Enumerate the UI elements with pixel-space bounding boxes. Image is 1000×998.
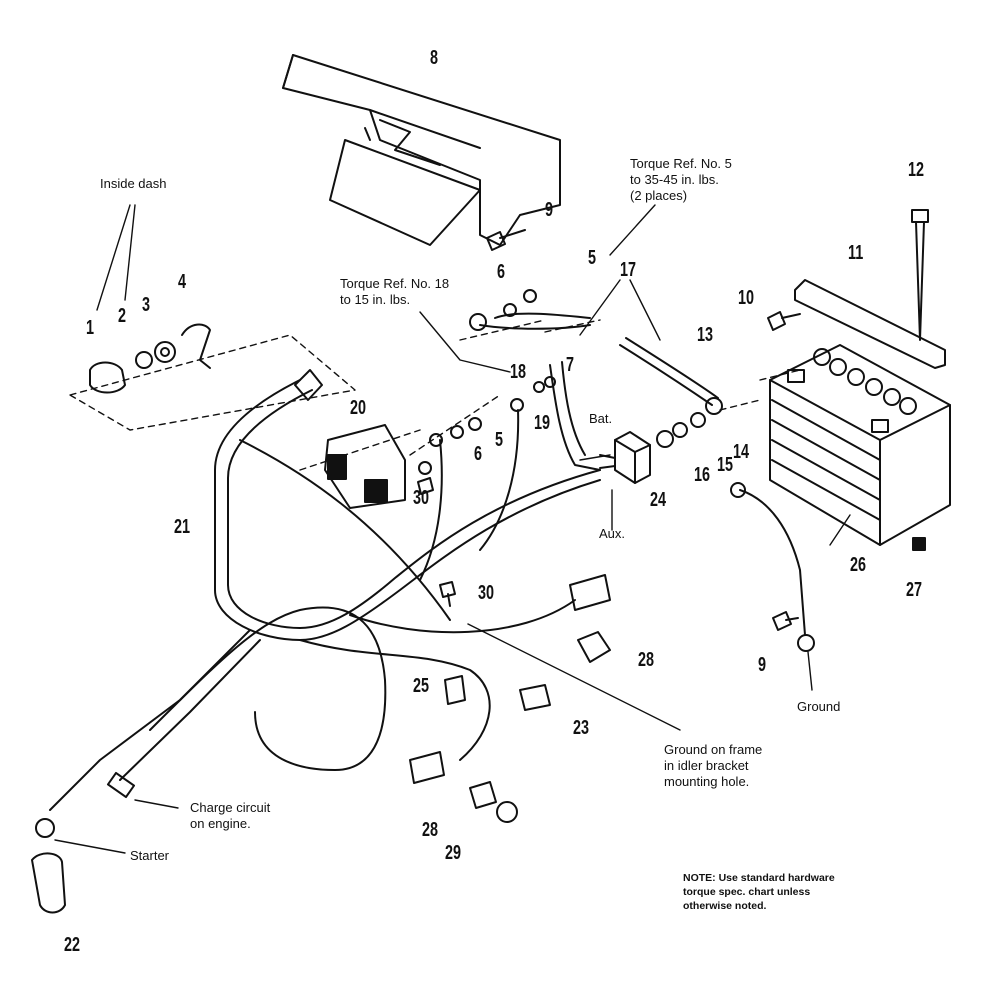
callout-6-mid: 6 [474, 443, 483, 465]
callout-14: 14 [733, 441, 750, 463]
callout-28-bottom: 28 [422, 819, 439, 841]
callout-25: 25 [413, 675, 430, 697]
hold-down-strap-part [794, 279, 946, 369]
callout-11: 11 [848, 242, 864, 264]
bolt-10-part [767, 311, 801, 331]
callout-20: 20 [350, 397, 367, 419]
callout-30-lower: 30 [478, 582, 495, 604]
dashed-mount-plane [69, 334, 356, 431]
connector-23-part [519, 684, 551, 711]
solenoid-20-part [324, 424, 432, 509]
bolt-30-part [439, 581, 456, 607]
callout-13: 13 [697, 324, 714, 346]
washers-and-nuts [429, 289, 706, 448]
callout-7: 7 [566, 354, 575, 376]
callout-10: 10 [738, 287, 755, 309]
bolt-30-part-b [417, 477, 434, 495]
callout-1: 1 [86, 317, 95, 339]
battery-cable-part [469, 312, 723, 415]
callout-6-top: 6 [497, 261, 506, 283]
callout-4: 4 [178, 271, 187, 293]
torque-ref-18-note: Torque Ref. No. 18 to 15 in. lbs. [340, 276, 450, 307]
aux-terminal-label: Aux. [599, 526, 626, 541]
torque-ref-5-note: Torque Ref. No. 5 to 35-45 in. lbs. (2 p… [630, 156, 732, 203]
leader-lines [54, 204, 851, 854]
callout-15: 15 [717, 454, 734, 476]
callout-19: 19 [534, 412, 551, 434]
callout-9-top: 9 [545, 199, 554, 221]
callout-16: 16 [694, 464, 711, 486]
callout-5-mid: 5 [495, 429, 504, 451]
callout-27: 27 [906, 579, 923, 601]
callout-24: 24 [650, 489, 667, 511]
battery-part [769, 344, 951, 546]
dashed-guide [459, 319, 601, 341]
callout-3: 3 [142, 294, 151, 316]
starter-boot-part [31, 852, 66, 914]
callout-9-bottom: 9 [758, 654, 767, 676]
bat-terminal-label: Bat. [589, 411, 613, 426]
callout-28-right: 28 [638, 649, 655, 671]
callout-23: 23 [573, 717, 590, 739]
ground-label: Ground [797, 699, 841, 714]
switch-28-part [469, 631, 611, 823]
callout-8: 8 [430, 47, 439, 69]
callout-26: 26 [850, 554, 867, 576]
callout-30-mid: 30 [413, 487, 430, 509]
bolt-9-part [486, 229, 799, 631]
wiring-harness-part [35, 369, 601, 838]
cable-7-edge [561, 361, 586, 456]
dashed-guide-2 [299, 394, 501, 471]
callout-17: 17 [620, 259, 637, 281]
ground-cable-part [730, 482, 815, 652]
callout-22: 22 [64, 934, 81, 956]
long-bolt-part [911, 209, 929, 341]
clip-25-part [444, 675, 466, 705]
callout-12: 12 [908, 159, 925, 181]
dashed-guide-3 [719, 369, 801, 411]
starter-label: Starter [130, 848, 170, 863]
ground-on-frame-label: Ground on frame in idler bracket mountin… [664, 742, 763, 789]
harness-plug-2 [409, 751, 445, 784]
ignition-switch-parts [89, 323, 211, 394]
charge-circuit-label: Charge circuit on engine. [190, 800, 271, 831]
callout-21: 21 [174, 516, 191, 538]
callout-18: 18 [510, 361, 527, 383]
mounting-bracket-part [282, 54, 561, 246]
hardware-torque-note: NOTE: Use standard hardware torque spec.… [683, 872, 835, 912]
nut-27-part [912, 537, 926, 551]
callout-5-top: 5 [588, 247, 597, 269]
callout-29: 29 [445, 842, 462, 864]
inside-dash-label: Inside dash [100, 176, 167, 191]
callout-2: 2 [118, 305, 127, 327]
solenoid-part [599, 431, 651, 484]
harness-plug [569, 574, 611, 611]
